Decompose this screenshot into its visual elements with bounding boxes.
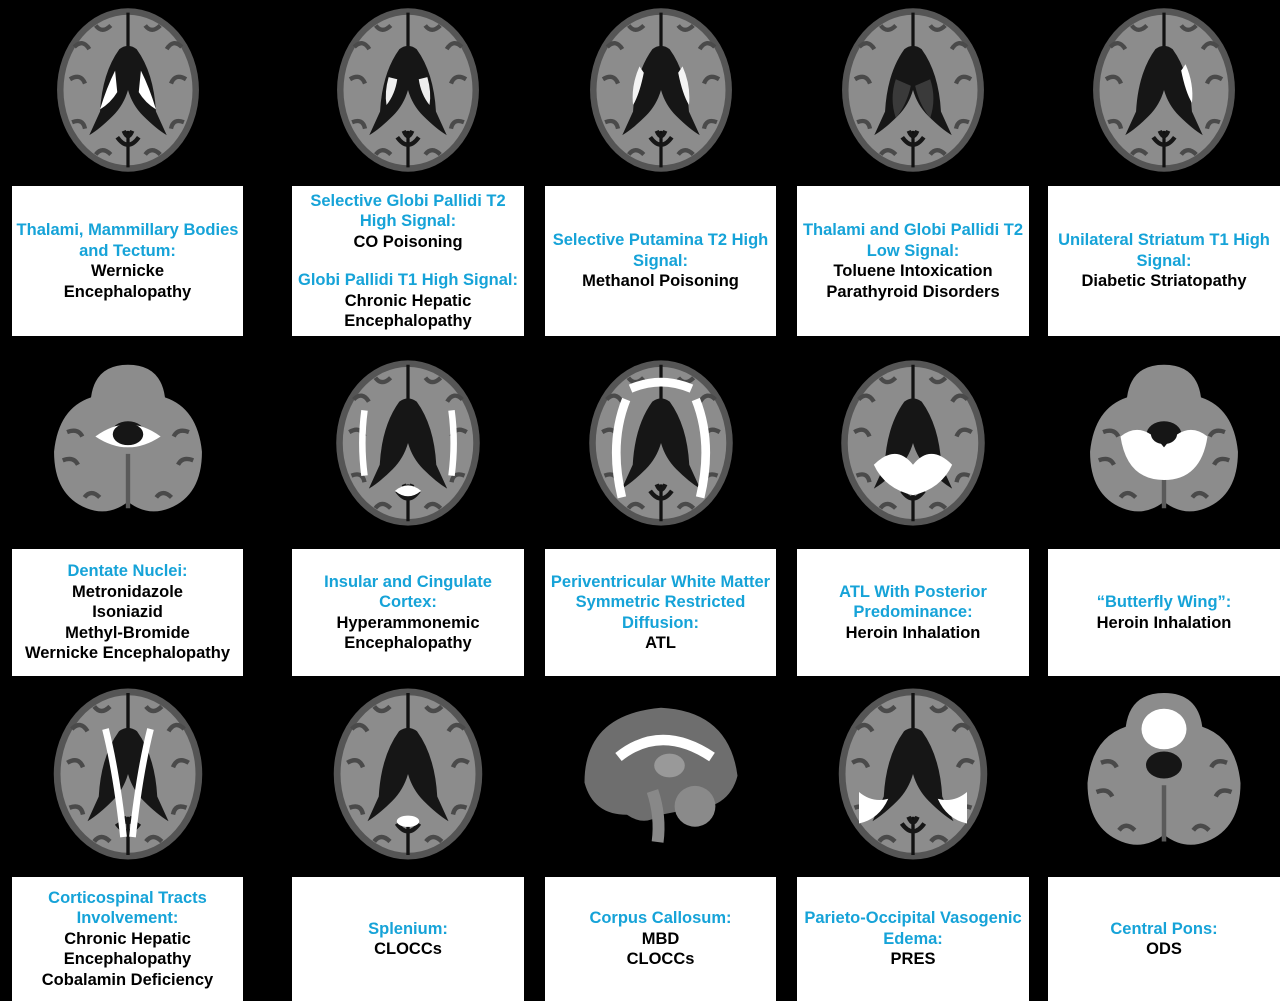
diagnosis-text: PRES [890, 950, 936, 969]
caption-card: ATL With Posterior Predominance:Heroin I… [797, 549, 1029, 676]
diagnosis-text: CO Poisoning [353, 232, 463, 251]
caption-card: Unilateral Striatum T1 High Signal: Diabe… [1048, 186, 1280, 336]
location-label: Globi Pallidi T1 High Signal: [297, 271, 518, 289]
diagnosis-text: Cobalamin Deficiency [41, 970, 214, 989]
diagnosis-text: Encephalopathy [63, 950, 192, 969]
caption-card: Splenium: CLOCCs [292, 877, 524, 1001]
mri-illustration [828, 356, 998, 530]
location-label: Central Pons: [1110, 919, 1218, 938]
mri-illustration [828, 684, 998, 864]
caption-card: Insular and Cingulate Cortex:Hyperammone… [292, 549, 524, 676]
diagnosis-text: Isoniazid [92, 603, 163, 622]
caption-card: “Butterfly Wing”: Heroin Inhalation [1048, 549, 1280, 676]
diagnosis-text: Heroin Inhalation [845, 623, 981, 642]
location-label: Selective Putamina T2 High Signal: [552, 231, 769, 270]
diagnosis-text: ODS [1146, 940, 1182, 958]
caption-card: Central Pons: ODS [1048, 877, 1280, 1001]
mri-illustration [576, 4, 746, 176]
diagnosis-text: Heroin Inhalation [1096, 613, 1232, 632]
diagnosis-text: CLOCCs [626, 950, 695, 969]
diagnosis-text: ATL [645, 634, 676, 652]
caption-card: Thalami and Globi Pallidi T2 Low Signal:… [797, 186, 1029, 336]
mri-illustration [323, 356, 493, 530]
diagnosis-text: Wernicke [90, 262, 165, 280]
mri-illustration [828, 4, 998, 176]
diagnosis-text: Parathyroid Disorders [826, 282, 1000, 301]
location-label: Dentate Nuclei: [67, 562, 188, 581]
mri-illustration [323, 4, 493, 176]
location-label: Parieto-Occipital Vasogenic Edema: [804, 909, 1022, 948]
location-label: Splenium: [368, 919, 448, 938]
caption-card: Periventricular White Matter Symmetric R… [545, 549, 776, 676]
location-label: Periventricular White Matter Symmetric R… [550, 572, 771, 632]
diagnosis-text: Encephalopathy [344, 634, 472, 652]
diagnosis-text: Chronic Hepatic [64, 929, 191, 948]
diagnosis-text: Chronic Hepatic [344, 291, 472, 310]
mri-illustration [576, 356, 746, 530]
caption-card: Parieto-Occipital Vasogenic Edema: PRES [797, 877, 1029, 1001]
diagnosis-text: CLOCCs [374, 940, 442, 958]
location-label: “Butterfly Wing”: [1096, 593, 1232, 611]
diagnosis-text: Encephalopathy [63, 282, 192, 301]
mri-illustration [576, 684, 746, 864]
diagnosis-text: Metronidazole [72, 582, 183, 601]
location-label: Thalami, Mammillary Bodies and Tectum: [16, 221, 239, 260]
location-label: Unilateral Striatum T1 High Signal: [1058, 231, 1270, 270]
diagnosis-text: Toluene Intoxication [833, 262, 993, 280]
diagnosis-text: Hyperammonemic [336, 613, 480, 632]
mri-illustration [43, 356, 213, 530]
location-label: Selective Globi Pallidi T2 High Signal: [310, 191, 506, 231]
diagnosis-text: Wernicke Encephalopathy [24, 644, 231, 663]
caption-card: Thalami, Mammillary Bodies and Tectum: We… [12, 186, 243, 336]
location-label: Corpus Callosum: [589, 909, 732, 928]
mri-illustration [1079, 4, 1249, 176]
diagnosis-text: Encephalopathy [344, 312, 472, 330]
caption-card: Selective Globi Pallidi T2 High Signal:C… [292, 186, 524, 336]
mri-illustration [1079, 684, 1249, 864]
location-label: ATL With Posterior Predominance: [839, 582, 987, 622]
caption-card: Selective Putamina T2 High Signal: Methan… [545, 186, 776, 336]
mri-illustration [43, 4, 213, 176]
location-label: Corticospinal Tracts Involvement: [48, 888, 207, 928]
location-label: Thalami and Globi Pallidi T2 Low Signal: [802, 221, 1024, 260]
mri-illustration [43, 684, 213, 864]
caption-card: Corpus Callosum:MBD CLOCCs [545, 877, 776, 1001]
caption-card: Corticospinal Tracts Involvement:Chronic… [12, 877, 243, 1001]
diagnosis-text: MBD [641, 929, 680, 948]
diagnosis-text: Diabetic Striatopathy [1081, 272, 1247, 291]
location-label: Insular and Cingulate Cortex: [324, 572, 492, 612]
diagnosis-text: Methanol Poisoning [582, 272, 739, 291]
mri-illustration [323, 684, 493, 864]
mri-illustration [1079, 356, 1249, 530]
diagnosis-text: Methyl-Bromide [65, 623, 190, 642]
